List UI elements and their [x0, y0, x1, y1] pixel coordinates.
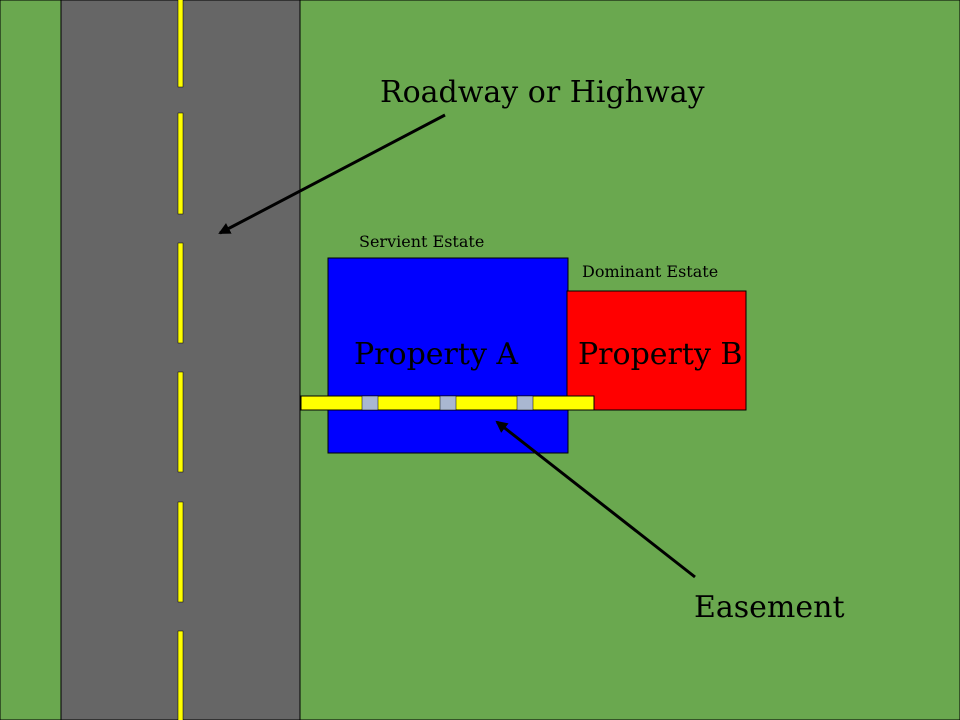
- servient-estate-label: Servient Estate: [359, 232, 484, 251]
- road-center-line: [177, 0, 184, 720]
- road-pointer-arrow: [218, 113, 446, 235]
- property-b-label: Property B: [578, 337, 742, 372]
- road-dash: [177, 371, 184, 473]
- property-a-label: Property A: [354, 337, 518, 372]
- easement-strip: [300, 395, 595, 411]
- property-a-parcel: [327, 257, 569, 454]
- road-dash: [177, 630, 184, 720]
- easement-tile: [361, 395, 379, 411]
- roadway: [60, 0, 301, 720]
- road-dash: [177, 0, 184, 88]
- easement-tile: [439, 395, 457, 411]
- road-label: Roadway or Highway: [380, 75, 705, 110]
- road-dash: [177, 501, 184, 603]
- road-dash: [177, 112, 184, 215]
- property-b-parcel: [566, 290, 747, 411]
- dominant-estate-label: Dominant Estate: [582, 262, 718, 281]
- road-dash: [177, 242, 184, 344]
- easement-pointer-arrow: [495, 420, 696, 579]
- easement-label: Easement: [694, 590, 845, 625]
- easement-tile: [516, 395, 534, 411]
